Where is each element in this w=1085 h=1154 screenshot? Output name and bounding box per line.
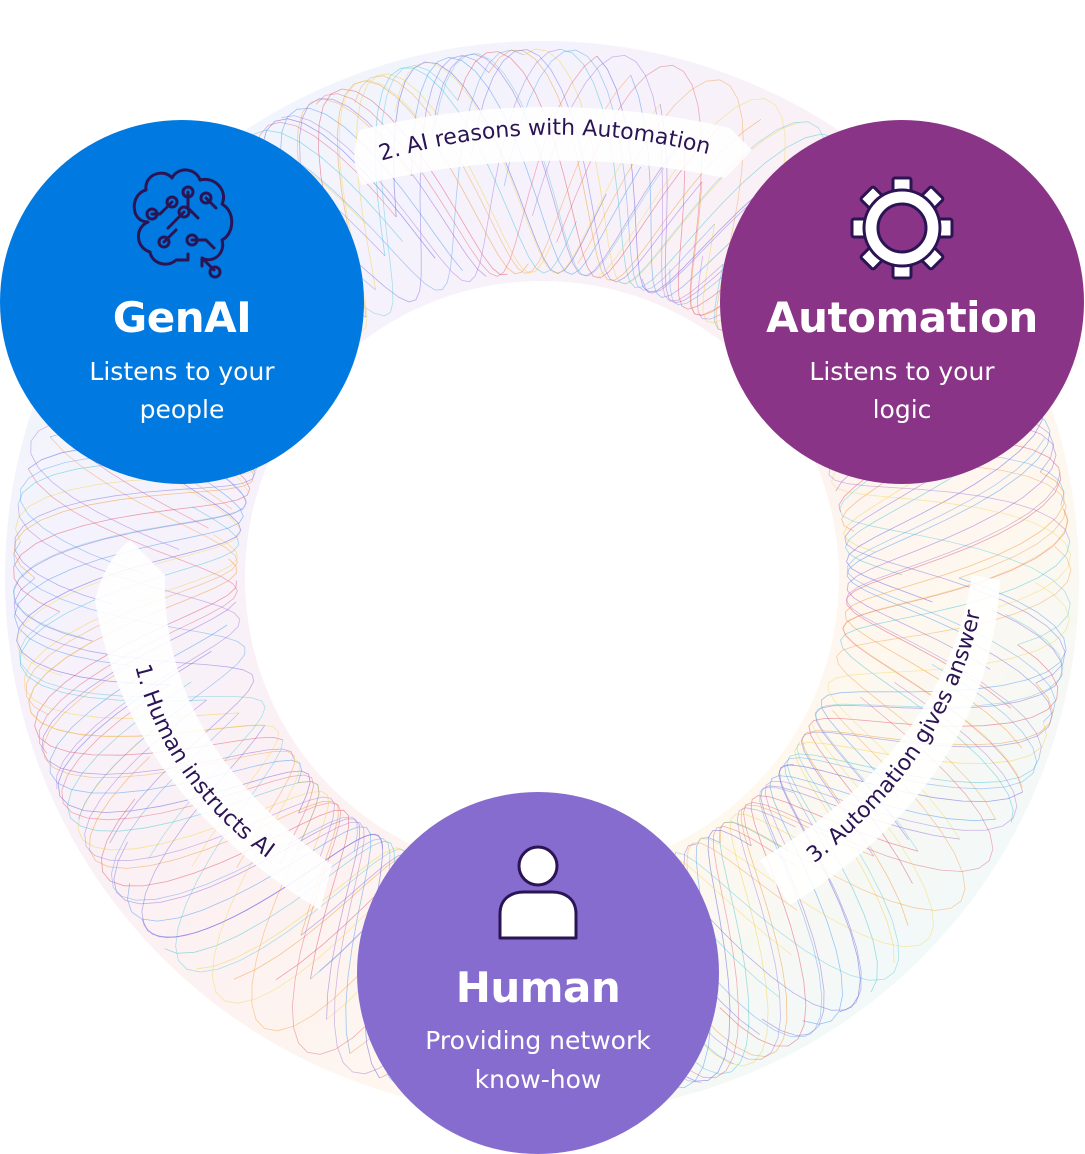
ring-mesh-line — [794, 721, 1047, 963]
ring-mesh-line — [577, 79, 744, 333]
ring-mesh-line — [110, 712, 358, 901]
ring-mesh-line — [457, 51, 721, 279]
ring-mesh-line — [808, 644, 1059, 884]
ring-mesh-line — [815, 614, 1064, 852]
ring-mesh-line — [814, 609, 1063, 840]
automation-circle — [720, 120, 1084, 484]
ring-mesh-line — [659, 763, 862, 1011]
genai-node: GenAI Listens to your people — [0, 120, 364, 484]
gear-icon — [850, 176, 954, 280]
step-band-2-arrow — [354, 106, 752, 185]
ring-mesh-line — [17, 504, 241, 790]
human-title: Human — [456, 963, 621, 1012]
automation-subtitle-line2: logic — [873, 395, 932, 424]
step-band-1-arrow — [95, 540, 332, 910]
person-head — [517, 845, 559, 887]
ring-mesh-line — [845, 472, 1061, 759]
ring-mesh-line — [675, 741, 900, 981]
ring-mesh-line — [77, 716, 329, 892]
human-subtitle-line2: know-how — [475, 1065, 602, 1094]
ring-mesh-line — [113, 818, 360, 1020]
ring-mesh-line — [25, 436, 238, 716]
ring-mesh-line — [127, 826, 372, 1054]
genai-circle — [0, 120, 364, 484]
ring-mesh-line — [27, 468, 238, 754]
ring-mesh-line — [471, 49, 703, 283]
ring-mesh-line — [846, 421, 1057, 670]
genai-title: GenAI — [113, 293, 252, 342]
brain-circuit-icon — [132, 168, 234, 279]
ring-mesh-line — [764, 681, 1018, 852]
genai-subtitle-line1: Listens to your — [89, 357, 275, 386]
ring-mesh-line — [252, 49, 524, 291]
ring-mesh-line — [743, 696, 994, 872]
human-circle — [357, 792, 719, 1154]
ring-mesh-line — [560, 48, 835, 289]
ring-mesh-line — [84, 699, 335, 862]
ring-mesh-line — [355, 73, 552, 290]
ring-mesh-line — [678, 804, 874, 1058]
ring-mesh-line — [827, 581, 1070, 840]
step-band-2: 2. AI reasons with Automation — [354, 106, 752, 185]
ring-mesh-line — [394, 62, 661, 274]
ring-mesh-line — [23, 534, 240, 719]
genai-subtitle-line2: people — [140, 395, 225, 424]
ring-mesh-line — [434, 53, 685, 277]
ring-mesh-line — [842, 509, 1069, 793]
ring-mesh-line — [844, 471, 1065, 749]
gear-hole — [876, 202, 928, 254]
human-node: Human Providing network know-how — [357, 792, 719, 1154]
ring-mesh-line — [786, 753, 1040, 993]
step-band-3-arrow — [760, 575, 1000, 905]
ring-mesh-line — [336, 80, 529, 318]
ring-mesh-line — [61, 684, 315, 864]
ring-mesh-line — [641, 813, 830, 1067]
ring-mesh-line — [840, 541, 1071, 823]
ring-mesh-line — [431, 53, 680, 277]
ring-mesh-line — [211, 758, 425, 1004]
ring-mesh-line — [281, 48, 561, 283]
ring-mesh-line — [488, 49, 762, 281]
automation-node: Automation Listens to your logic — [720, 120, 1084, 484]
ring-mesh-line — [846, 443, 1062, 709]
person-icon — [498, 845, 578, 940]
ring-mesh-line — [354, 74, 632, 274]
ring-mesh-line — [847, 438, 1056, 722]
automation-title: Automation — [766, 293, 1038, 342]
human-subtitle-line1: Providing network — [425, 1026, 651, 1055]
ring-mesh-line — [778, 764, 1023, 1013]
ring-mesh-line — [411, 56, 642, 275]
ring-mesh-line — [13, 541, 246, 820]
automation-subtitle-line1: Listens to your — [809, 357, 995, 386]
person-body — [498, 890, 578, 940]
ring-mesh-line — [19, 506, 240, 702]
